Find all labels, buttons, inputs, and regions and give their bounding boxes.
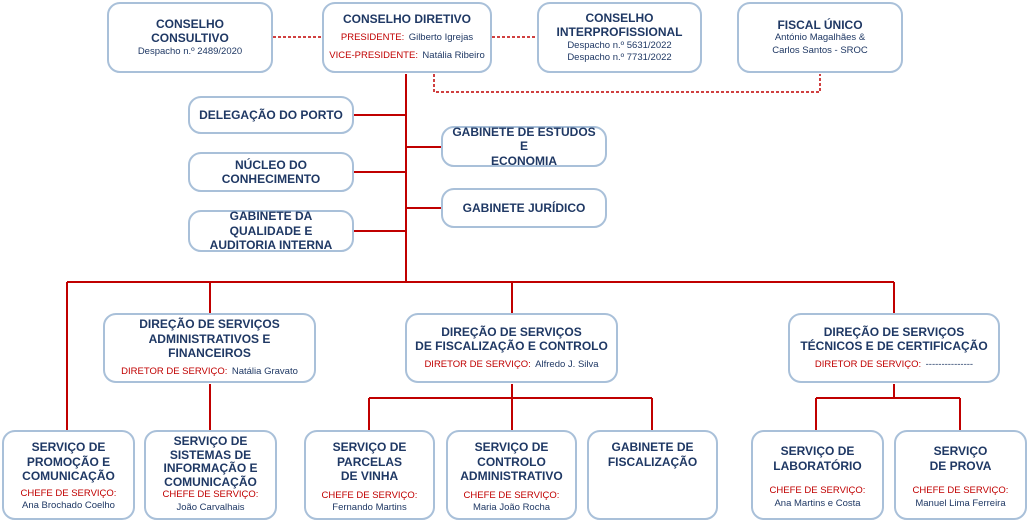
vice-president-name: Natália Ribeiro [422, 49, 485, 61]
direcao-administrativos-box: DIREÇÃO DE SERVIÇOS ADMINISTRATIVOS E FI… [103, 313, 316, 383]
gabinete-qualidade-title: GABINETE DA QUALIDADE E AUDITORIA INTERN… [209, 209, 333, 253]
servico-parcelas-box: SERVIÇO DE PARCELAS DE VINHA CHEFE DE SE… [304, 430, 435, 520]
conselho-consultivo-despacho: Despacho n.º 2489/2020 [137, 45, 243, 57]
direcao-tecnicos-title: DIREÇÃO DE SERVIÇOS TÉCNICOS E DE CERTIF… [800, 324, 988, 354]
gabinete-fiscalizacao-box: GABINETE DE FISCALIZAÇÃO [587, 430, 718, 520]
gabinete-estudos-box: GABINETE DE ESTUDOS E ECONOMIA [441, 124, 607, 168]
servico-controlo-name: Maria João Rocha [472, 502, 551, 513]
conselho-interprofissional-despachos: Despacho n.º 5631/2022 Despacho n.º 7731… [567, 39, 672, 64]
servico-laboratorio-box: SERVIÇO DE LABORATÓRIO CHEFE DE SERVIÇO:… [751, 430, 884, 520]
servico-controlo-box: SERVIÇO DE CONTROLO ADMINISTRATIVO CHEFE… [446, 430, 577, 520]
conselho-interprofissional-title: CONSELHO INTERPROFISSIONAL [556, 10, 683, 40]
direcao-tecnicos-director: DIRETOR DE SERVIÇO: --------------- [815, 354, 973, 372]
servico-promocao-title: SERVIÇO DE PROMOÇÃO E COMUNICAÇÃO [22, 440, 115, 483]
solid-connectors [66, 74, 961, 430]
servico-promocao-box: SERVIÇO DE PROMOÇÃO E COMUNICAÇÃO CHEFE … [2, 430, 135, 520]
direcao-administrativos-title: DIREÇÃO DE SERVIÇOS ADMINISTRATIVOS E FI… [139, 317, 280, 361]
vice-president-row: VICE-PRESIDENTE: Natália Ribeiro [329, 45, 484, 63]
director-name: --------------- [925, 358, 974, 370]
servico-parcelas-role: CHEFE DE SERVIÇO: [321, 489, 418, 501]
dotted-connectors [273, 36, 821, 93]
servico-laboratorio-role: CHEFE DE SERVIÇO: [769, 485, 866, 496]
servico-parcelas-title: SERVIÇO DE PARCELAS DE VINHA [332, 440, 407, 483]
vice-president-label: VICE-PRESIDENTE: [329, 49, 418, 61]
fiscal-unico-box: FISCAL ÚNICO António Magalhães & Carlos … [737, 2, 903, 73]
fiscal-unico-names: António Magalhães & Carlos Santos - SROC [772, 32, 868, 56]
director-role-label: DIRETOR DE SERVIÇO: [814, 358, 922, 370]
president-name: Gilberto Igrejas [408, 31, 474, 43]
director-role-label: DIRETOR DE SERVIÇO: [121, 365, 228, 377]
servico-prova-box: SERVIÇO DE PROVA CHEFE DE SERVIÇO: Manue… [894, 430, 1027, 520]
gabinete-estudos-title: GABINETE DE ESTUDOS E ECONOMIA [452, 124, 596, 168]
nucleo-conhecimento-box: NÚCLEO DO CONHECIMENTO [188, 152, 354, 192]
servico-prova-name: Manuel Lima Ferreira [915, 497, 1006, 509]
gabinete-juridico-title: GABINETE JURÍDICO [462, 200, 586, 215]
direcao-tecnicos-box: DIREÇÃO DE SERVIÇOS TÉCNICOS E DE CERTIF… [788, 313, 1000, 383]
servico-parcelas-name: Fernando Martins [332, 502, 407, 513]
servico-sistemas-role: CHEFE DE SERVIÇO: [162, 489, 259, 500]
delegacao-porto-title: DELEGAÇÃO DO PORTO [199, 107, 343, 122]
servico-controlo-role: CHEFE DE SERVIÇO: [463, 489, 560, 501]
conselho-consultivo-title: CONSELHO CONSULTIVO [151, 16, 229, 46]
gabinete-qualidade-box: GABINETE DA QUALIDADE E AUDITORIA INTERN… [188, 209, 354, 253]
direcao-fiscalizacao-box: DIREÇÃO DE SERVIÇOS DE FISCALIZAÇÃO E CO… [405, 313, 618, 383]
conselho-diretivo-title: CONSELHO DIRETIVO [342, 12, 471, 27]
servico-sistemas-box: SERVIÇO DE SISTEMAS DE INFORMAÇÃO E COMU… [144, 430, 277, 520]
conselho-interprofissional-box: CONSELHO INTERPROFISSIONAL Despacho n.º … [537, 2, 702, 73]
gabinete-juridico-box: GABINETE JURÍDICO [441, 188, 607, 228]
director-role-label: DIRETOR DE SERVIÇO: [424, 358, 531, 370]
direcao-fiscalizacao-title: DIREÇÃO DE SERVIÇOS DE FISCALIZAÇÃO E CO… [415, 324, 608, 354]
servico-sistemas-name: João Carvalhais [176, 501, 245, 513]
director-name: Natália Gravato [231, 365, 298, 377]
direcao-fiscalizacao-director: DIRETOR DE SERVIÇO: Alfredo J. Silva [424, 354, 598, 372]
servico-prova-role: CHEFE DE SERVIÇO: [912, 485, 1009, 496]
conselho-diretivo-box: CONSELHO DIRETIVO PRESIDENTE: Gilberto I… [322, 2, 492, 73]
servico-promocao-role: CHEFE DE SERVIÇO: [20, 487, 117, 499]
conselho-consultivo-box: CONSELHO CONSULTIVO Despacho n.º 2489/20… [107, 2, 273, 73]
president-row: PRESIDENTE: Gilberto Igrejas [341, 27, 473, 45]
nucleo-conhecimento-title: NÚCLEO DO CONHECIMENTO [221, 157, 321, 187]
servico-prova-title: SERVIÇO DE PROVA [929, 444, 992, 473]
servico-laboratorio-title: SERVIÇO DE LABORATÓRIO [773, 444, 862, 473]
servico-promocao-name: Ana Brochado Coelho [22, 500, 115, 511]
direcao-administrativos-director: DIRETOR DE SERVIÇO: Natália Gravato [121, 361, 298, 379]
president-label: PRESIDENTE: [340, 31, 405, 43]
servico-controlo-title: SERVIÇO DE CONTROLO ADMINISTRATIVO [460, 440, 563, 483]
fiscal-unico-title: FISCAL ÚNICO [777, 17, 863, 32]
director-name: Alfredo J. Silva [535, 358, 599, 370]
servico-sistemas-title: SERVIÇO DE SISTEMAS DE INFORMAÇÃO E COMU… [163, 434, 258, 489]
delegacao-porto-box: DELEGAÇÃO DO PORTO [188, 96, 354, 134]
servico-laboratorio-name: Ana Martins e Costa [774, 497, 861, 509]
gabinete-fiscalizacao-title: GABINETE DE FISCALIZAÇÃO [607, 440, 698, 469]
